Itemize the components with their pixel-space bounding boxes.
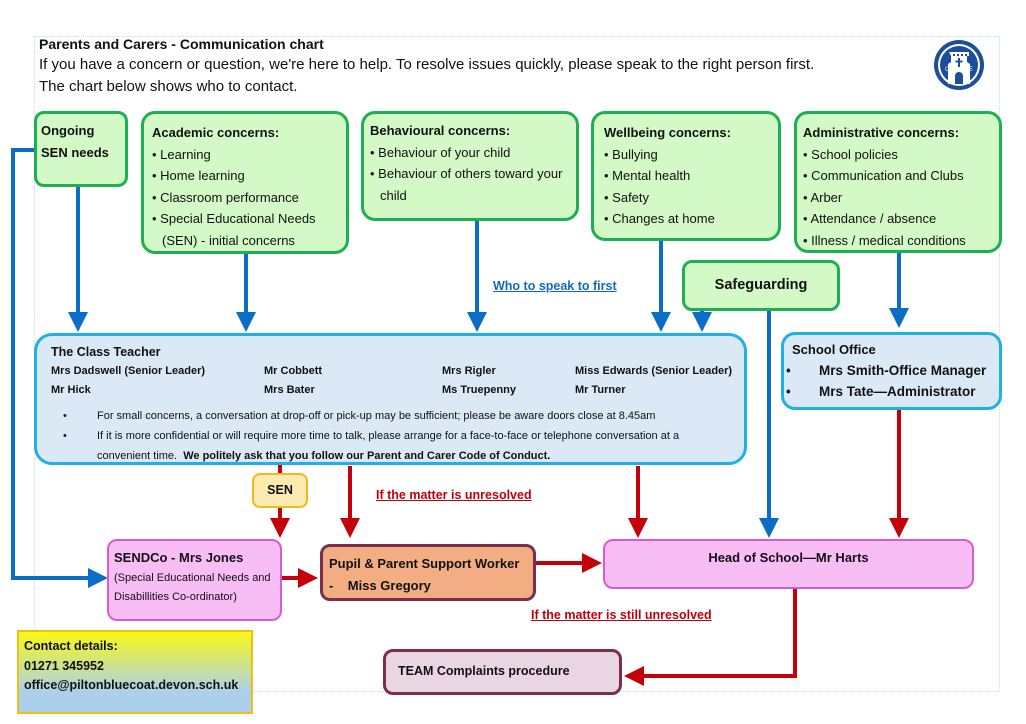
- teacher-name: Miss Edwards (Senior Leader): [575, 365, 733, 377]
- ongoing-sen-line1: Ongoing: [41, 123, 95, 138]
- teacher-name: Mr Cobbett: [264, 365, 323, 377]
- bullet-icon: •: [63, 430, 67, 442]
- administrative-item: Communication and Clubs: [803, 165, 993, 187]
- ongoing-sen-box: Ongoing SEN needs: [34, 111, 128, 187]
- contact-email[interactable]: office@piltonbluecoat.devon.sch.uk: [24, 678, 239, 692]
- code-of-conduct-note: We politely ask that you follow our Pare…: [183, 450, 551, 462]
- wellbeing-item: Bullying: [604, 144, 768, 166]
- sendco-description-2: Disabillities Co-ordinator): [114, 591, 237, 603]
- teacher-name: Mr Hick: [51, 384, 91, 396]
- administrative-item: School policies: [803, 144, 993, 166]
- support-worker-box: Pupil & Parent Support Worker - Miss Gre…: [320, 544, 536, 601]
- who-to-speak-first-link[interactable]: Who to speak to first: [493, 279, 617, 293]
- teacher-name: Ms Truepenny: [442, 384, 516, 396]
- ongoing-sen-line2: SEN needs: [41, 144, 109, 160]
- svg-text:C: C: [945, 66, 949, 73]
- wellbeing-concerns-box: Wellbeing concerns: Bullying Mental heal…: [591, 111, 781, 241]
- support-worker-name: - Miss Gregory: [329, 577, 431, 593]
- head-of-school-label: Head of School—Mr Harts: [708, 550, 869, 565]
- administrative-item: Arber: [803, 187, 993, 209]
- class-teacher-guidance: • For small concerns, a conversation at d…: [51, 406, 730, 466]
- wellbeing-item: Mental health: [604, 165, 768, 187]
- behavioural-heading: Behavioural concerns:: [370, 123, 511, 138]
- support-worker-heading: Pupil & Parent Support Worker: [329, 556, 520, 571]
- sen-label: SEN: [267, 482, 293, 497]
- head-of-school-box: Head of School—Mr Harts: [603, 539, 974, 589]
- complaints-box: TEAM Complaints procedure: [383, 649, 622, 695]
- behavioural-item: Behaviour of your child: [370, 142, 570, 164]
- intro-text: If you have a concern or question, we're…: [39, 56, 815, 73]
- still-unresolved-label: If the matter is still unresolved: [531, 608, 712, 622]
- administrative-item: Illness / medical conditions: [803, 230, 993, 252]
- behavioural-item-continuation: child: [380, 187, 407, 203]
- unresolved-label: If the matter is unresolved: [376, 488, 532, 502]
- school-office-heading: School Office: [792, 342, 876, 357]
- wellbeing-heading: Wellbeing concerns:: [604, 125, 731, 140]
- school-crest-icon: C E: [934, 40, 984, 90]
- safeguarding-box: Safeguarding: [682, 260, 840, 311]
- wellbeing-item: Safety: [604, 187, 768, 209]
- sendco-heading: SENDCo - Mrs Jones: [114, 550, 244, 565]
- guidance-bullet-1: For small concerns, a conversation at dr…: [97, 410, 656, 422]
- office-staff: Mrs Smith-Office Manager: [819, 363, 987, 378]
- class-teacher-box: The Class Teacher Mrs Dadswell (Senior L…: [34, 333, 747, 465]
- sendco-box: SENDCo - Mrs Jones (Special Educational …: [107, 539, 282, 621]
- academic-item: Classroom performance: [152, 187, 338, 209]
- academic-item: Special Educational Needs: [152, 208, 338, 230]
- teacher-name: Mrs Rigler: [442, 365, 496, 377]
- svg-text:E: E: [969, 66, 973, 73]
- contact-phone[interactable]: 01271 345952: [24, 658, 104, 673]
- teacher-name: Mrs Dadswell (Senior Leader): [51, 365, 206, 377]
- teacher-name: Mrs Bater: [264, 384, 315, 396]
- guidance-bullet-2-cont: convenient time.: [97, 450, 178, 462]
- sendco-description: (Special Educational Needs and: [114, 572, 271, 584]
- intro-text-2: The chart below shows who to contact.: [39, 78, 298, 95]
- office-staff: Mrs Tate—Administrator: [819, 384, 976, 399]
- school-office-box: School Office •Mrs Smith-Office Manager …: [781, 332, 1002, 410]
- bullet-icon: •: [63, 410, 67, 422]
- contact-heading: Contact details:: [24, 639, 118, 653]
- administrative-item: Attendance / absence: [803, 208, 993, 230]
- academic-item: Learning: [152, 144, 338, 166]
- academic-heading: Academic concerns:: [152, 125, 280, 140]
- administrative-concerns-box: Administrative concerns: School policies…: [794, 111, 1002, 253]
- bullet-icon: •: [786, 363, 791, 378]
- guidance-bullet-2: If it is more confidential or will requi…: [97, 430, 680, 442]
- page-title: Parents and Carers - Communication chart: [39, 36, 324, 52]
- wellbeing-item: Changes at home: [604, 208, 768, 230]
- behavioural-concerns-box: Behavioural concerns: Behaviour of your …: [361, 111, 579, 221]
- academic-item: Home learning: [152, 165, 338, 187]
- bullet-icon: •: [786, 384, 791, 399]
- sen-label-box: SEN: [252, 473, 308, 508]
- safeguarding-label: Safeguarding: [714, 276, 808, 293]
- class-teacher-heading: The Class Teacher: [51, 345, 161, 359]
- academic-concerns-box: Academic concerns: Learning Home learnin…: [141, 111, 349, 254]
- administrative-heading: Administrative concerns:: [803, 125, 960, 140]
- behavioural-item: Behaviour of others toward your: [370, 163, 570, 185]
- academic-item-continuation: (SEN) - initial concerns: [162, 232, 295, 248]
- complaints-label[interactable]: TEAM Complaints procedure: [398, 664, 570, 679]
- teacher-name: Mr Turner: [575, 384, 626, 396]
- class-teacher-staff-grid: Mrs Dadswell (Senior Leader) Mr Cobbett …: [51, 362, 732, 400]
- contact-details-box: Contact details: 01271 345952 office@pil…: [17, 630, 253, 714]
